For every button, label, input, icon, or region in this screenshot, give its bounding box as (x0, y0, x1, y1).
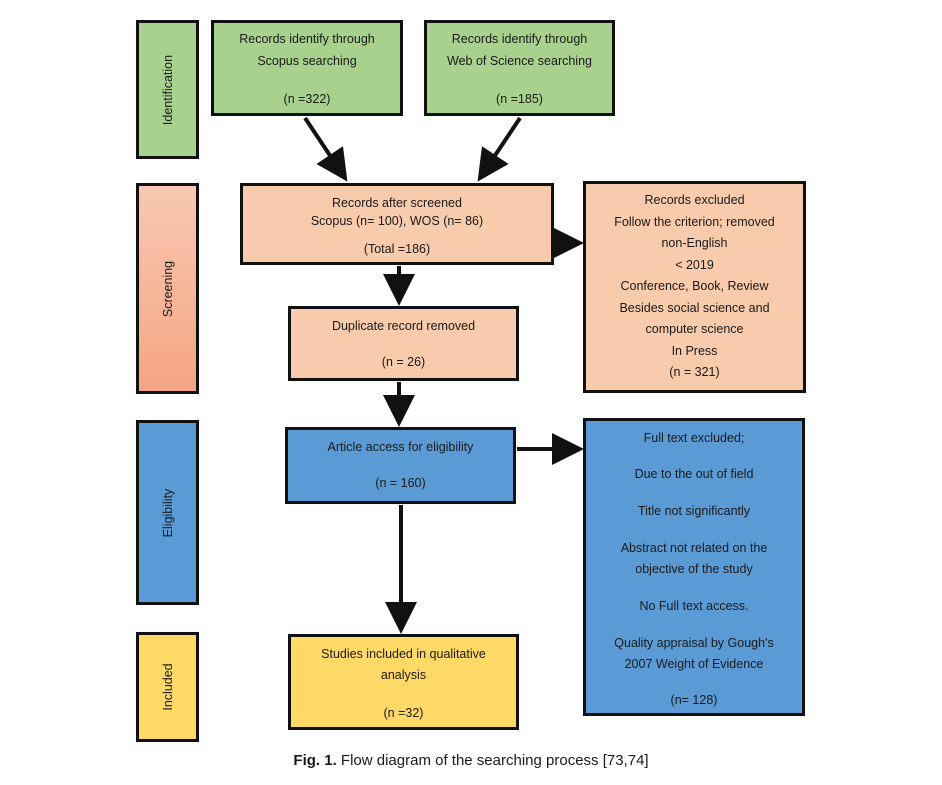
box-studies-included: Studies included in qualitative analysis… (288, 634, 519, 730)
arrow-wos-to-screened (477, 116, 522, 182)
box-text: Title not significantly (637, 504, 751, 518)
box-count: (n =185) (496, 92, 543, 106)
box-count: (n = 321) (669, 365, 720, 379)
box-text: Records identify through (239, 32, 375, 46)
stage-screening: Screening (136, 183, 199, 394)
box-text: Follow the criterion; removed (614, 215, 775, 229)
stage-eligibility: Eligibility (136, 420, 199, 605)
stage-included: Included (136, 632, 199, 742)
box-count: (Total =186) (363, 242, 431, 256)
box-wos-records: Records identify through Web of Science … (424, 20, 615, 116)
box-text: Studies included in qualitative (321, 647, 486, 661)
stage-identification: Identification (136, 20, 199, 159)
box-text: Article access for eligibility (327, 440, 474, 454)
box-text: Duplicate record removed (331, 319, 476, 333)
box-text: Web of Science searching (447, 54, 592, 68)
box-text: Records after screened (332, 196, 462, 210)
box-text: analysis (380, 668, 427, 682)
box-duplicate-removed: Duplicate record removed (n = 26) (288, 306, 519, 381)
box-text: No Full text access. (639, 599, 749, 613)
box-count: (n =32) (383, 706, 424, 720)
box-text: non-English (661, 236, 728, 250)
box-text: Scopus searching (257, 54, 357, 68)
box-text: computer science (645, 322, 744, 336)
box-text: Besides social science and (619, 301, 770, 315)
box-text: objective of the study (635, 562, 753, 576)
box-count: (n = 26) (381, 355, 426, 369)
box-count: (n = 160) (375, 476, 426, 490)
box-article-eligibility: Article access for eligibility (n = 160) (285, 427, 516, 504)
box-text: 2007 Weight of Evidence (624, 657, 764, 671)
box-text: Records excluded (644, 193, 745, 207)
box-text: Records identify through (451, 32, 588, 46)
box-text: Abstract not related on the (620, 541, 768, 555)
box-text: Conference, Book, Review (620, 279, 769, 293)
box-text: Scopus (n= 100), WOS (n= 86) (310, 214, 484, 228)
figure-caption: Fig. 1. Flow diagram of the searching pr… (0, 752, 942, 769)
box-text: Full text excluded; (643, 431, 745, 445)
box-text: Quality appraisal by Gough's (614, 636, 774, 650)
figure-caption-label: Fig. 1. (293, 752, 337, 769)
box-scopus-records: Records identify through Scopus searchin… (211, 20, 403, 116)
figure-caption-text: Flow diagram of the searching process [7… (336, 752, 649, 769)
box-text: < 2019 (675, 258, 714, 272)
box-text: Due to the out of field (634, 467, 754, 481)
arrow-scopus-to-screened (303, 116, 348, 182)
box-records-screened: Records after screened Scopus (n= 100), … (240, 183, 554, 265)
box-fulltext-excluded: Full text excluded; Due to the out of fi… (583, 418, 805, 716)
box-count: (n =322) (283, 92, 331, 106)
box-text: In Press (671, 344, 718, 358)
box-records-excluded: Records excluded Follow the criterion; r… (583, 181, 806, 393)
box-count: (n= 128) (670, 693, 718, 707)
